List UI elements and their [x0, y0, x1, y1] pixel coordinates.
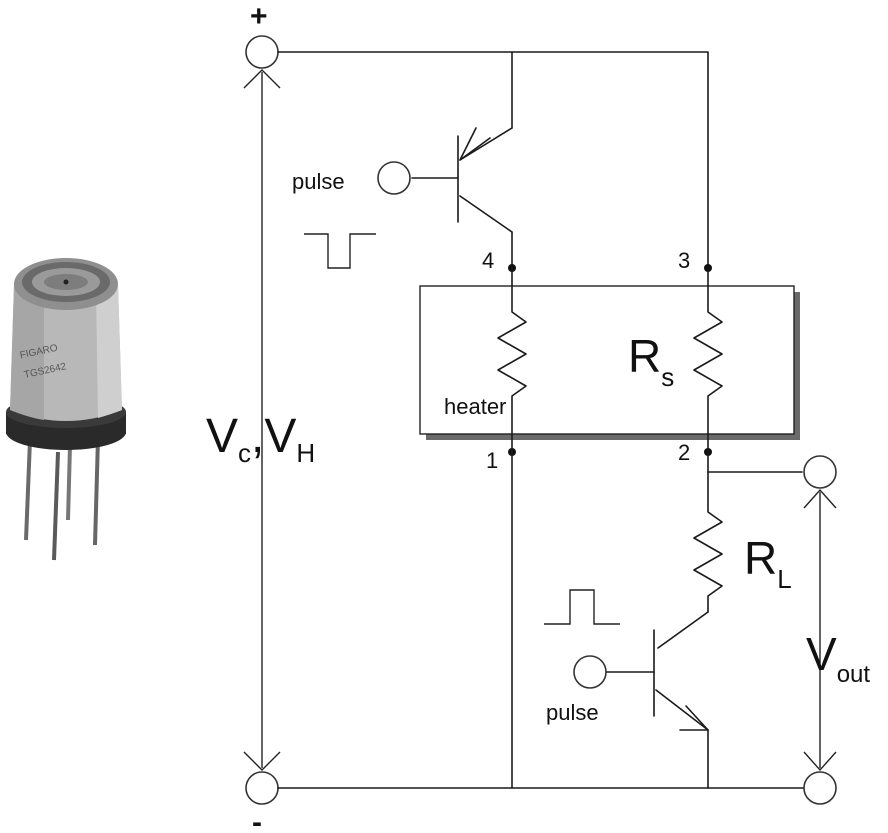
pulse-label-top: pulse: [292, 169, 345, 194]
pulse-input-top: [377, 161, 411, 195]
pin-1-label: 1: [486, 448, 498, 473]
bottom-transistor: [605, 611, 709, 789]
positive-terminal: [245, 35, 279, 69]
pulse-label-bottom: pulse: [546, 700, 599, 725]
svg-text:Vc,VH: Vc,VH: [206, 410, 315, 468]
output-terminal-bottom: [803, 771, 837, 805]
negative-sign: -: [252, 806, 262, 833]
output-terminal-top: [803, 455, 837, 489]
pulse-waveform-top: [304, 233, 376, 269]
top-transistor: [411, 51, 513, 269]
rl-label: RL: [744, 532, 792, 594]
vout-label: Vout: [806, 628, 870, 688]
supply-voltage-label: Vc,VH: [206, 410, 315, 468]
sensing-resistor: [693, 267, 723, 453]
pulse-waveform-bottom: [544, 589, 620, 625]
sensor-package: [419, 285, 795, 435]
heater-resistor: [497, 267, 527, 453]
load-resistor: [693, 471, 723, 613]
output-voltage-arrow: [803, 488, 837, 772]
negative-terminal: [245, 771, 279, 805]
output-node-wire: [707, 451, 803, 473]
pin-3-label: 3: [678, 248, 690, 273]
gas-sensor-photo: FIGARO TGS2642: [6, 258, 126, 561]
pin-4-label: 4: [482, 248, 494, 273]
positive-sign: +: [250, 0, 268, 33]
top-rail: [277, 51, 709, 266]
pin-2-label: 2: [678, 440, 690, 465]
rs-label: Rs: [628, 330, 674, 392]
pulse-input-bottom: [573, 655, 607, 689]
heater-label: heater: [444, 394, 506, 419]
supply-voltage-arrow: [243, 69, 281, 771]
